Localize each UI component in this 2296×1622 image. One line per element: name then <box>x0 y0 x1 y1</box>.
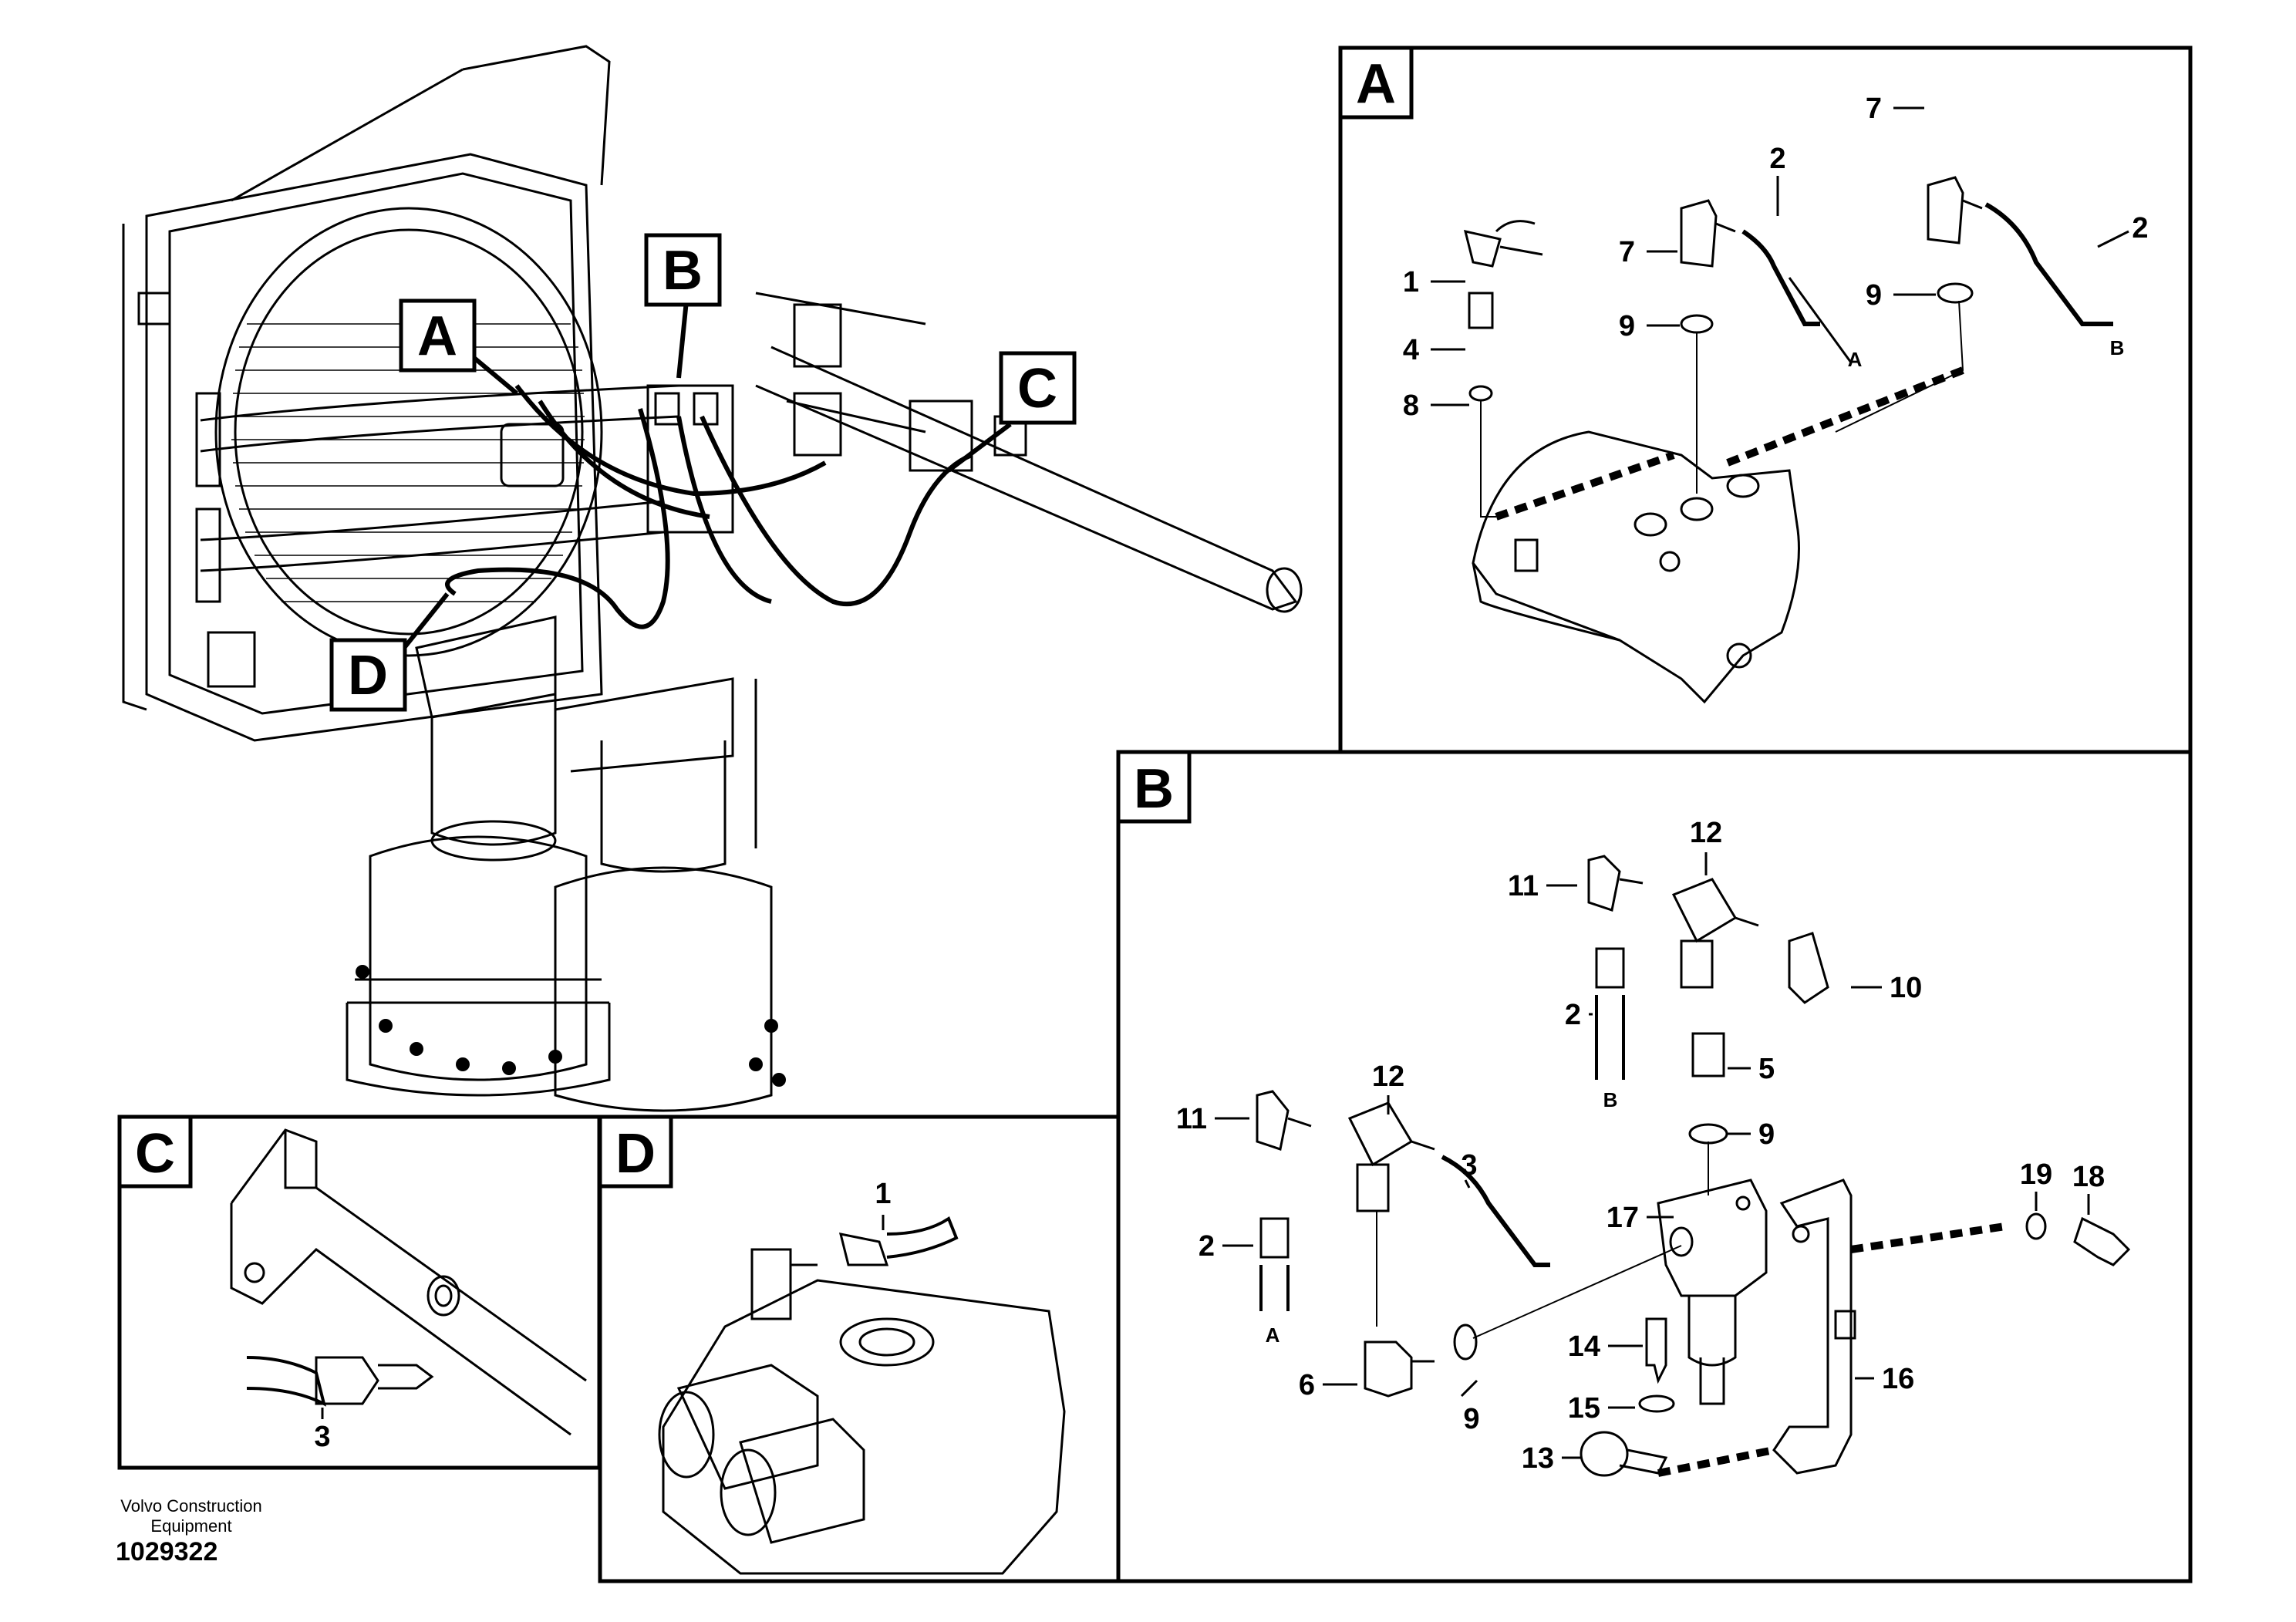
hose-end-label-b: B <box>1603 1088 1618 1111</box>
part-label-16: 16 <box>1882 1363 1914 1395</box>
callout-box-a <box>399 298 477 373</box>
part-label-3: 3 <box>314 1421 330 1453</box>
part-label-11: 11 <box>1176 1103 1207 1135</box>
panel-a: A 1 4 8 <box>1338 46 2193 754</box>
credit-line-2: Equipment <box>150 1516 232 1536</box>
publisher-credit: Volvo Construction Equipment <box>91 1496 292 1536</box>
part-label-14: 14 <box>1568 1330 1600 1363</box>
hose-end-label-a: A <box>1266 1324 1280 1347</box>
part-label-5: 5 <box>1758 1053 1775 1085</box>
document-number: 1029322 <box>116 1537 218 1566</box>
part-label-8: 8 <box>1403 389 1419 422</box>
part-label-2: 2 <box>1769 143 1785 175</box>
callout-leader-a <box>469 352 518 396</box>
credit-line-1: Volvo Construction <box>120 1496 262 1516</box>
callout-label-b: B <box>663 240 703 302</box>
part-label-9: 9 <box>1866 279 1882 312</box>
panel-b: B <box>1116 750 2193 1583</box>
part-label-19: 19 <box>2020 1158 2052 1191</box>
part-label-9: 9 <box>1463 1403 1479 1435</box>
part-label-9: 9 <box>1758 1118 1775 1151</box>
overview-assembly <box>122 45 1303 1112</box>
part-label-3: 3 <box>1461 1149 1477 1182</box>
part-label-12: 12 <box>1372 1061 1404 1093</box>
callout-box-c <box>999 351 1077 425</box>
callout-label-c: C <box>1017 358 1057 420</box>
part-label-18: 18 <box>2072 1161 2105 1193</box>
part-label-17: 17 <box>1607 1202 1639 1234</box>
part-label-1: 1 <box>1403 266 1419 298</box>
callout-label-a: A <box>417 305 457 367</box>
part-label-1: 1 <box>875 1178 891 1210</box>
part-label-10: 10 <box>1890 972 1922 1004</box>
part-label-2: 2 <box>1565 999 1581 1031</box>
part-label-2: 2 <box>2132 212 2148 244</box>
callout-box-b <box>644 233 722 307</box>
part-label-11: 11 <box>1508 870 1539 902</box>
panel-d-title: D <box>615 1123 656 1185</box>
part-label-13: 13 <box>1522 1442 1554 1475</box>
part-label-15: 15 <box>1568 1392 1600 1425</box>
callout-label-d: D <box>348 645 388 706</box>
part-label-7: 7 <box>1866 93 1882 125</box>
panel-b-title: B <box>1134 758 1174 820</box>
part-label-9: 9 <box>1619 310 1635 342</box>
panel-a-title: A <box>1356 53 1396 115</box>
panel-c-title: C <box>135 1123 175 1185</box>
callout-leader-c <box>947 422 1012 473</box>
callout-box-d <box>329 638 407 712</box>
part-label-4: 4 <box>1403 334 1419 366</box>
panel-c: C 3 <box>117 1114 602 1470</box>
panel-d: D 1 <box>598 1114 1121 1583</box>
hose-end-label-b: B <box>2110 336 2125 359</box>
hose-end-label-a: A <box>1848 348 1863 371</box>
part-label-7: 7 <box>1619 236 1635 268</box>
part-label-12: 12 <box>1690 817 1722 849</box>
callout-leader-b <box>676 300 689 379</box>
part-label-2: 2 <box>1199 1230 1215 1263</box>
part-label-6: 6 <box>1299 1369 1315 1401</box>
